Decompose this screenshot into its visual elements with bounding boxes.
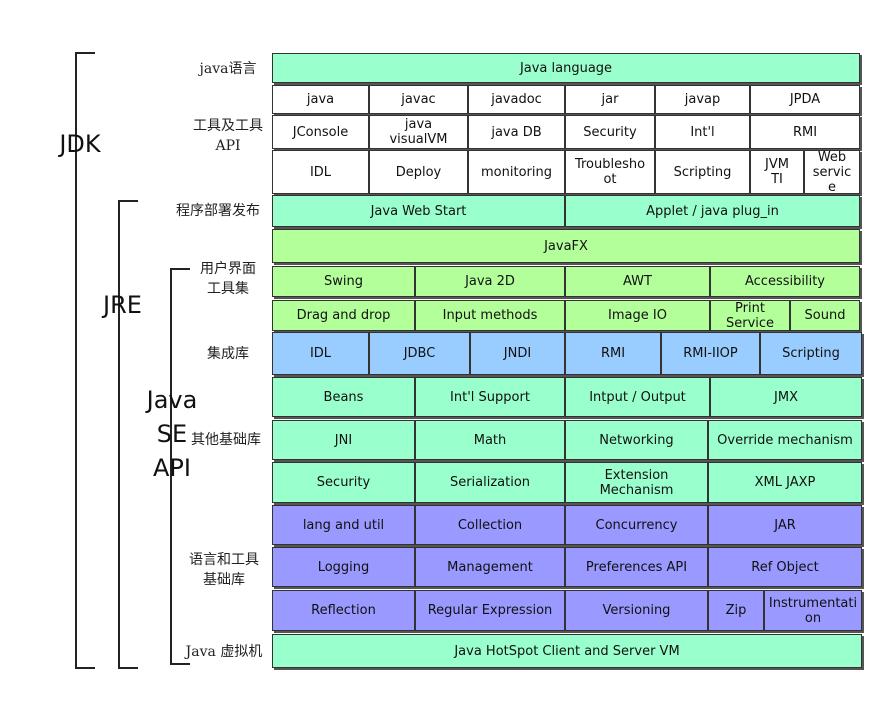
component-r2-4: jar [565, 85, 655, 114]
component-r14-3: Preferences API [565, 547, 708, 587]
jdk-label: JDK [59, 130, 101, 158]
component-r10-1: Beans [272, 377, 415, 417]
component-r2-5: javap [655, 85, 750, 114]
component-r6-1: JavaFX [272, 229, 860, 263]
component-r7-2: Java 2D [415, 266, 565, 297]
component-r14-4: Ref Object [708, 547, 862, 587]
component-r13-4: JAR [708, 505, 862, 545]
component-r10-3: Intput / Output [565, 377, 710, 417]
row-label-lang-tools-line-2: 基础库 [203, 572, 245, 588]
component-r5-1: Java Web Start [272, 195, 565, 227]
component-r9-2: JDBC [369, 332, 470, 375]
component-r2-1: java [272, 85, 369, 114]
component-r13-3: Concurrency [565, 505, 708, 545]
component-r15-2: Regular Expression [415, 590, 565, 631]
component-r4-2: Deploy [369, 150, 468, 194]
component-r2-3: javadoc [468, 85, 565, 114]
jre-label: JRE [103, 291, 142, 319]
component-r3-1: JConsole [272, 115, 369, 149]
row-label-lang-tools-line-1: 语言和工具 [189, 552, 259, 568]
component-r13-1: lang and util [272, 505, 415, 545]
component-r7-3: AWT [565, 266, 710, 297]
component-r8-3: Image IO [565, 300, 710, 331]
row-label-tools-line-2: API [215, 138, 241, 154]
row-label-language: java语言 [199, 61, 257, 77]
component-r9-6: Scripting [760, 332, 862, 375]
component-r7-1: Swing [272, 266, 415, 297]
component-r9-5: RMI-IIOP [661, 332, 760, 375]
row-label-jvm: Java 虚拟机 [185, 644, 263, 660]
component-r14-2: Management [415, 547, 565, 587]
component-r9-3: JNDI [470, 332, 565, 375]
row-label-other-base: 其他基础库 [191, 432, 261, 448]
jre-bracket [118, 200, 138, 669]
component-r9-1: IDL [272, 332, 369, 375]
row-label-lang-tools: 语言和工具 基础库 [178, 550, 270, 590]
component-r10-2: Int'l Support [415, 377, 565, 417]
component-r3-4: Security [565, 115, 655, 149]
java-se-api-label-line-3: API [153, 454, 191, 482]
java-se-api-label-line-2: SE [156, 420, 188, 448]
component-r3-5: Int'l [655, 115, 750, 149]
component-r9-4: RMI [565, 332, 661, 375]
component-r14-1: Logging [272, 547, 415, 587]
component-r12-4: XML JAXP [708, 462, 862, 503]
component-r16-1: Java HotSpot Client and Server VM [272, 634, 862, 668]
java-se-api-label-line-1: Java [146, 386, 198, 414]
row-label-ui-line-1: 用户界面 [200, 261, 256, 277]
component-r2-2: javac [369, 85, 468, 114]
component-r11-2: Math [415, 420, 565, 460]
jdk-bracket [75, 52, 95, 669]
component-r15-4: Zip [708, 590, 764, 631]
component-r3-6: RMI [750, 115, 860, 149]
component-r8-1: Drag and drop [272, 300, 415, 331]
component-r2-6: JPDA [750, 85, 860, 114]
component-r3-3: java DB [468, 115, 565, 149]
row-label-tools: 工具及工具 API [180, 116, 276, 156]
component-r10-4: JMX [710, 377, 862, 417]
component-r12-2: Serialization [415, 462, 565, 503]
component-r13-2: Collection [415, 505, 565, 545]
row-label-ui-line-2: 工具集 [207, 281, 249, 297]
java-se-api-label: Java SE API [140, 383, 204, 485]
component-r15-3: Versioning [565, 590, 708, 631]
component-r8-5: Sound [790, 300, 860, 331]
row-label-deploy: 程序部署发布 [176, 203, 260, 219]
component-r1-1: Java language [272, 53, 860, 83]
component-r4-3: monitoring [468, 150, 565, 194]
component-r11-1: JNI [272, 420, 415, 460]
component-r4-5: Scripting [655, 150, 750, 194]
component-r5-2: Applet / java plug_in [565, 195, 860, 227]
component-r11-4: Override mechanism [708, 420, 862, 460]
component-r12-1: Security [272, 462, 415, 503]
component-r4-1: IDL [272, 150, 369, 194]
component-r15-1: Reflection [272, 590, 415, 631]
row-label-integration: 集成库 [207, 346, 249, 362]
component-r11-3: Networking [565, 420, 708, 460]
row-label-ui: 用户界面 工具集 [188, 259, 268, 299]
component-r8-2: Input methods [415, 300, 565, 331]
row-label-tools-line-1: 工具及工具 [193, 118, 263, 134]
component-r7-4: Accessibility [710, 266, 860, 297]
java-se-api-bracket [170, 268, 190, 665]
